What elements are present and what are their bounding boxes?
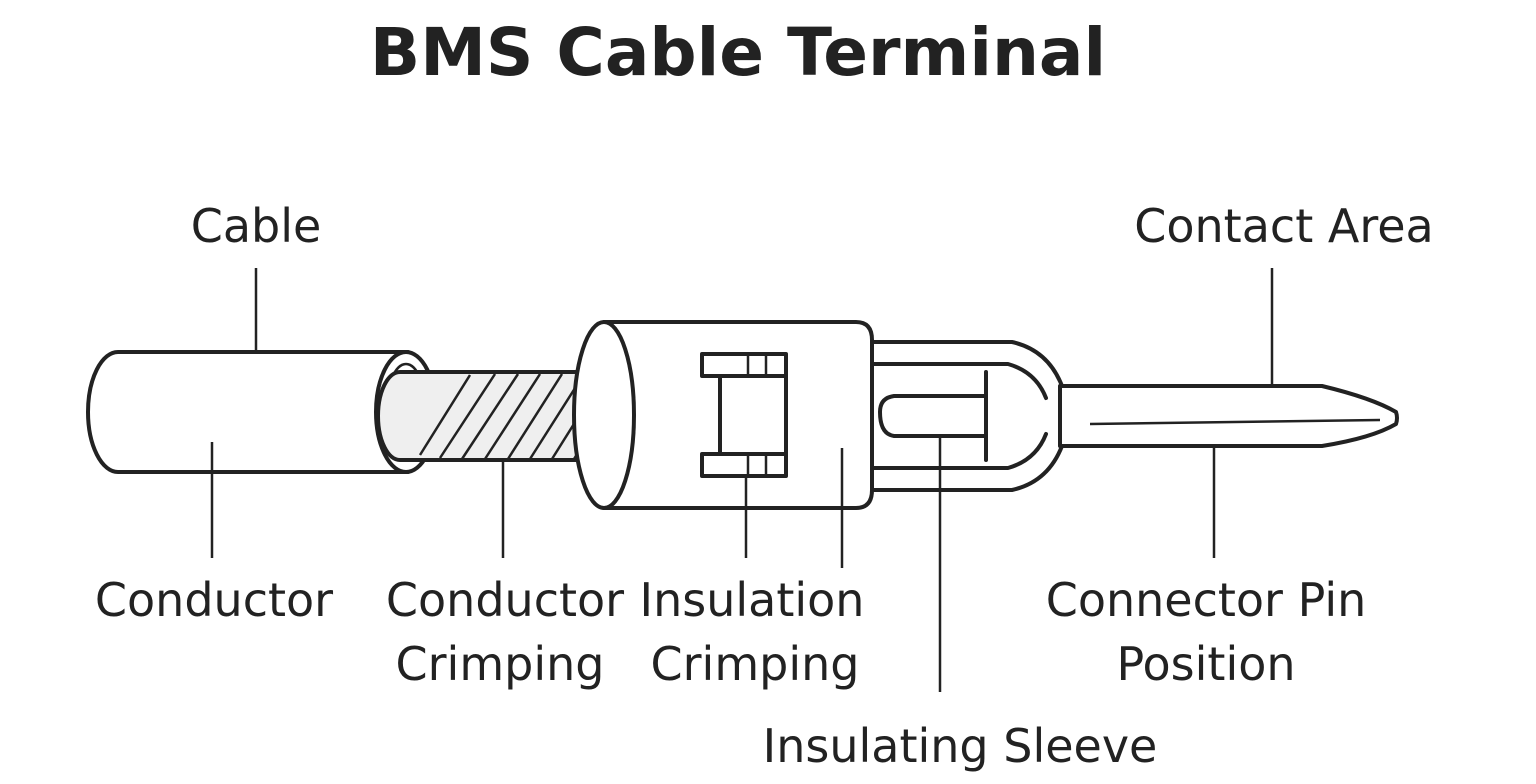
label-insulation-crimping-line1: Insulation	[640, 573, 865, 627]
label-insulating-sleeve: Insulating Sleeve	[763, 719, 1158, 773]
label-conductor: Conductor	[95, 573, 333, 627]
insulating-sleeve	[870, 340, 1064, 492]
connector-pin	[1058, 384, 1399, 448]
label-insulation-crimping-line2: Crimping	[651, 637, 860, 691]
label-conductor-crimping-line2: Crimping	[396, 637, 605, 691]
label-contact-area: Contact Area	[1134, 199, 1433, 253]
insulation-crimp-housing	[572, 320, 874, 510]
crimp-tabs	[700, 352, 788, 478]
diagram-title: BMS Cable Terminal	[370, 14, 1106, 91]
label-conductor-crimping-line1: Conductor	[386, 573, 624, 627]
label-connector-pin-line1: Connector Pin	[1046, 573, 1367, 627]
label-cable: Cable	[191, 199, 322, 253]
label-connector-pin-line2: Position	[1116, 637, 1295, 691]
cable-jacket	[86, 350, 410, 474]
